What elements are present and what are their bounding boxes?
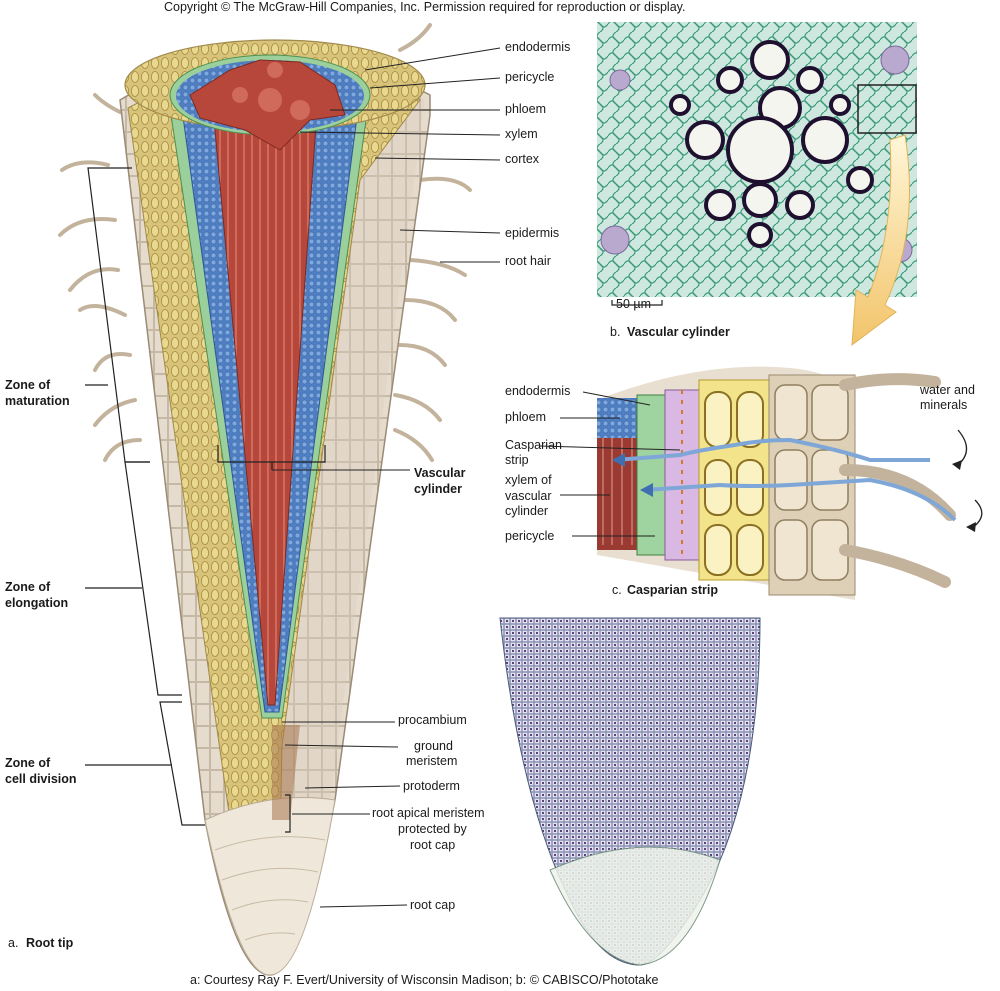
- label-root-apical-meristem-line1: root apical meristem: [372, 806, 485, 820]
- label-c-casparian-line1: Casparian: [505, 438, 562, 452]
- caption-c-letter: c.: [612, 583, 622, 597]
- caption-b-letter: b.: [610, 325, 621, 339]
- label-procambium: procambium: [398, 713, 467, 727]
- root-hairs: [58, 23, 472, 462]
- leader-lines-c: [539, 391, 681, 537]
- label-c-phloem: phloem: [505, 410, 546, 424]
- zone-elongation-line2: elongation: [5, 596, 69, 610]
- label-root-apical-meristem-line3: root cap: [410, 838, 456, 852]
- label-c-water-line1: water and: [920, 383, 975, 397]
- zone-cell-division-line1: Zone of: [5, 756, 51, 770]
- photo-credits: a: Courtesy Ray F. Evert/University of W…: [190, 973, 659, 987]
- label-c-xylem-line2: vascular: [505, 489, 552, 503]
- label-cortex: cortex: [505, 152, 540, 166]
- scale-bar-label: 50 µm: [616, 297, 651, 311]
- zone-maturation-line1: Zone of: [5, 378, 51, 392]
- label-c-pericycle: pericycle: [505, 529, 555, 543]
- label-pericycle: pericycle: [505, 70, 555, 84]
- label-endodermis: endodermis: [505, 40, 571, 54]
- caption-b-title: Vascular cylinder: [627, 325, 730, 339]
- caption-a-letter: a.: [8, 936, 19, 950]
- label-phloem: phloem: [505, 102, 546, 116]
- zone-cell-division-line2: cell division: [5, 772, 77, 786]
- label-root-cap: root cap: [410, 898, 456, 912]
- label-c-casparian-line2: strip: [505, 453, 529, 467]
- zone-elongation-line1: Zone of: [5, 580, 51, 594]
- label-vascular-cylinder-line1: Vascular: [414, 466, 466, 480]
- label-epidermis: epidermis: [505, 226, 560, 240]
- label-root-apical-meristem-line2: protected by: [398, 822, 467, 836]
- vascular-cylinder-micrograph: [597, 22, 917, 347]
- copyright-notice: Copyright © The McGraw-Hill Companies, I…: [164, 0, 686, 14]
- label-ground-meristem-line2: meristem: [406, 754, 458, 768]
- label-c-water-line2: minerals: [920, 398, 968, 412]
- label-protoderm: protoderm: [403, 779, 460, 793]
- label-ground-meristem-line1: ground: [414, 739, 453, 753]
- label-root-hair: root hair: [505, 254, 551, 268]
- label-c-endodermis: endodermis: [505, 384, 571, 398]
- casparian-strip-illustration: [597, 366, 983, 600]
- leader-lines-a: [282, 47, 501, 908]
- caption-a-title: Root tip: [26, 936, 74, 950]
- zone-brackets: [85, 167, 205, 826]
- label-c-xylem-line1: xylem of: [505, 473, 552, 487]
- label-vascular-cylinder-line2: cylinder: [414, 482, 462, 496]
- label-xylem: xylem: [505, 127, 538, 141]
- root-tip-illustration: [58, 23, 472, 976]
- caption-c-title: Casparian strip: [627, 583, 719, 597]
- zone-maturation-line2: maturation: [5, 394, 70, 408]
- label-c-xylem-line3: cylinder: [505, 504, 549, 518]
- root-tip-micrograph: [499, 617, 761, 966]
